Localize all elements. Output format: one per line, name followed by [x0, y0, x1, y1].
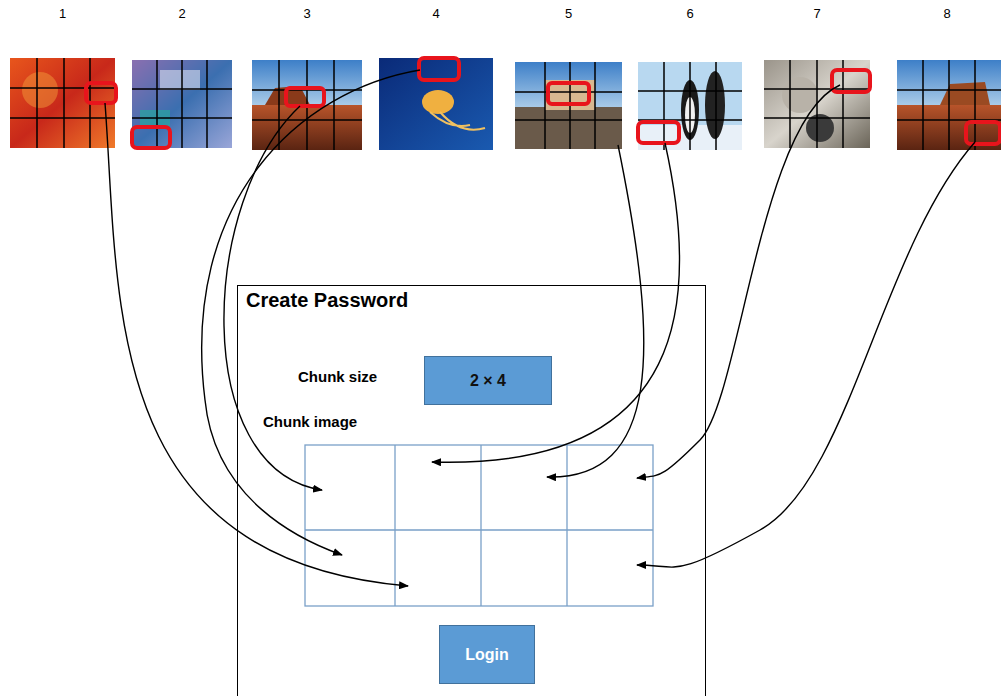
field-label: Chunk size: [298, 368, 377, 385]
image-number: 8: [890, 6, 1001, 22]
image-tile: 1: [3, 6, 122, 148]
image-tile: 7: [757, 6, 877, 148]
panel-title: Create Password: [246, 289, 408, 312]
image-tile: 4: [372, 6, 500, 150]
image-number: 6: [631, 6, 749, 22]
chunk-size-value: 2 × 4: [470, 372, 506, 390]
field-label: Chunk image: [263, 413, 357, 430]
image-tile: 6: [631, 6, 749, 150]
image-tile: 3: [245, 6, 369, 150]
image-number: 1: [3, 6, 122, 22]
image-number: 4: [372, 6, 500, 22]
password-panel: Create PasswordChunk sizeChunk image 2 × …: [237, 285, 706, 696]
image-number: 5: [508, 6, 629, 22]
image-number: 2: [125, 6, 239, 22]
image-tile: 8: [890, 6, 1001, 150]
image-tile: 5: [508, 6, 629, 149]
image-tile: 2: [125, 6, 239, 148]
button-label: Login: [465, 646, 509, 664]
image-number: 3: [245, 6, 369, 22]
chunk-size-box: 2 × 4: [424, 356, 552, 405]
login-button: Login: [439, 625, 535, 684]
image-number: 7: [757, 6, 877, 22]
